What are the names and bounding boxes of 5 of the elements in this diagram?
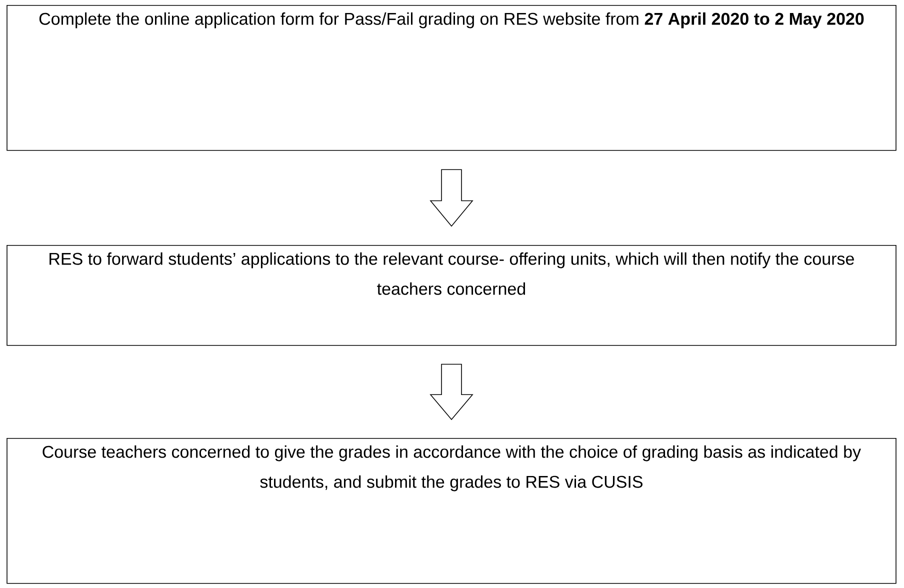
arrow bbox=[430, 364, 474, 420]
process-box: Complete the online application form for Pass/Fail grading on RES website from 27 April 2020 to 2 May 2020 bbox=[6, 5, 896, 151]
process-box: RES to forward students’ applications to the relevant course- offering units, which will then notify the course teachers concerned bbox=[6, 245, 896, 346]
arrow bbox=[430, 169, 474, 227]
process-box: Course teachers concerned to give the grades in accordance with the choice of grading basis as indicated by students, and submit the grades to RES via CUSIS bbox=[6, 438, 896, 584]
